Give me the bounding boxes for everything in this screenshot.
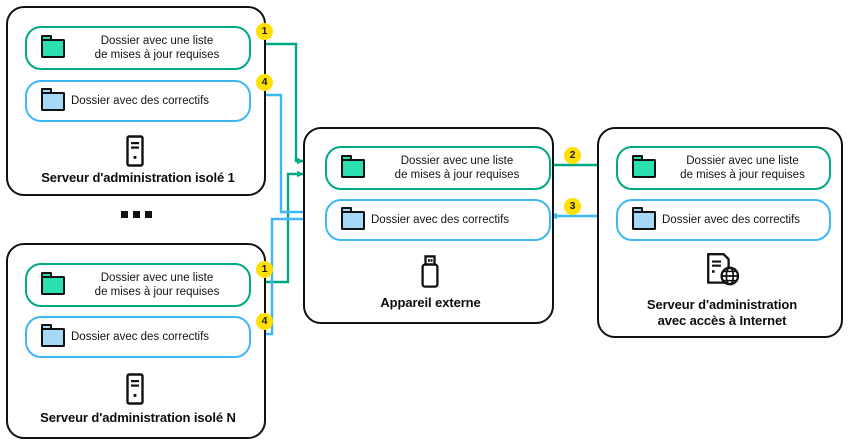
ellipsis-more-servers [121, 211, 152, 218]
flow-1-top-line [243, 42, 304, 165]
folder-updates-label: Dossier avec une liste de mises à jour r… [94, 35, 220, 61]
node-internet-admin-server: Dossier avec une liste de mises à jour r… [597, 127, 843, 338]
ellipsis-dot [121, 211, 128, 218]
folder-patches-label: Dossier avec des correctifs [371, 214, 510, 226]
server-icon [123, 135, 147, 172]
step-badge-1-bottom: 1 [256, 261, 273, 278]
step-badge-1-top: 1 [256, 23, 273, 40]
caption-isolated-server-1: Serveur d'administration isolé 1 [41, 170, 235, 185]
folder-icon-updates [41, 34, 65, 58]
folder-icon-patches [341, 206, 365, 230]
folder-icon-updates [341, 154, 365, 178]
step-badge-4-bottom: 4 [256, 313, 273, 330]
folder-patches-label: Dossier avec des correctifs [71, 331, 210, 343]
folder-patches-external-device: Dossier avec des correctifs [325, 199, 551, 241]
node-external-device: Dossier avec une liste de mises à jour r… [303, 127, 554, 324]
folder-patches-internet-server: Dossier avec des correctifs [616, 199, 831, 241]
server-icon [123, 373, 147, 410]
node-isolated-server-1: Dossier avec une liste de mises à jour r… [6, 6, 266, 196]
caption-external-device: Appareil externe [380, 295, 481, 310]
folder-patches-label: Dossier avec des correctifs [71, 95, 210, 107]
folder-patches-isolated-1: Dossier avec des correctifs [25, 80, 251, 122]
caption-internet-admin-server: Serveur d'administration avec accès à In… [646, 297, 798, 328]
folder-updates-label: Dossier avec une liste de mises à jour r… [680, 155, 805, 181]
folder-updates-isolated-1: Dossier avec une liste de mises à jour r… [25, 26, 251, 70]
folder-icon-patches [632, 206, 656, 230]
step-badge-4-top: 4 [256, 74, 273, 91]
folder-icon-patches [41, 87, 65, 111]
folder-updates-external-device: Dossier avec une liste de mises à jour r… [325, 146, 551, 190]
ellipsis-dot [145, 211, 152, 218]
folder-icon-updates [632, 154, 656, 178]
folder-updates-internet-server: Dossier avec une liste de mises à jour r… [616, 146, 831, 190]
caption-isolated-server-n: Serveur d'administration isolé N [40, 410, 236, 425]
folder-updates-label: Dossier avec une liste de mises à jour r… [394, 155, 520, 181]
folder-patches-label: Dossier avec des correctifs [662, 214, 801, 226]
folder-updates-label: Dossier avec une liste de mises à jour r… [94, 272, 220, 298]
server-globe-icon [704, 252, 742, 293]
folder-icon-updates [41, 271, 65, 295]
ellipsis-dot [133, 211, 140, 218]
folder-updates-isolated-n: Dossier avec une liste de mises à jour r… [25, 263, 251, 307]
step-badge-2: 2 [564, 147, 581, 164]
folder-patches-isolated-n: Dossier avec des correctifs [25, 316, 251, 358]
step-badge-3: 3 [564, 198, 581, 215]
node-isolated-server-n: Dossier avec une liste de mises à jour r… [6, 243, 266, 439]
usb-drive-icon [418, 255, 442, 294]
folder-icon-patches [41, 323, 65, 347]
